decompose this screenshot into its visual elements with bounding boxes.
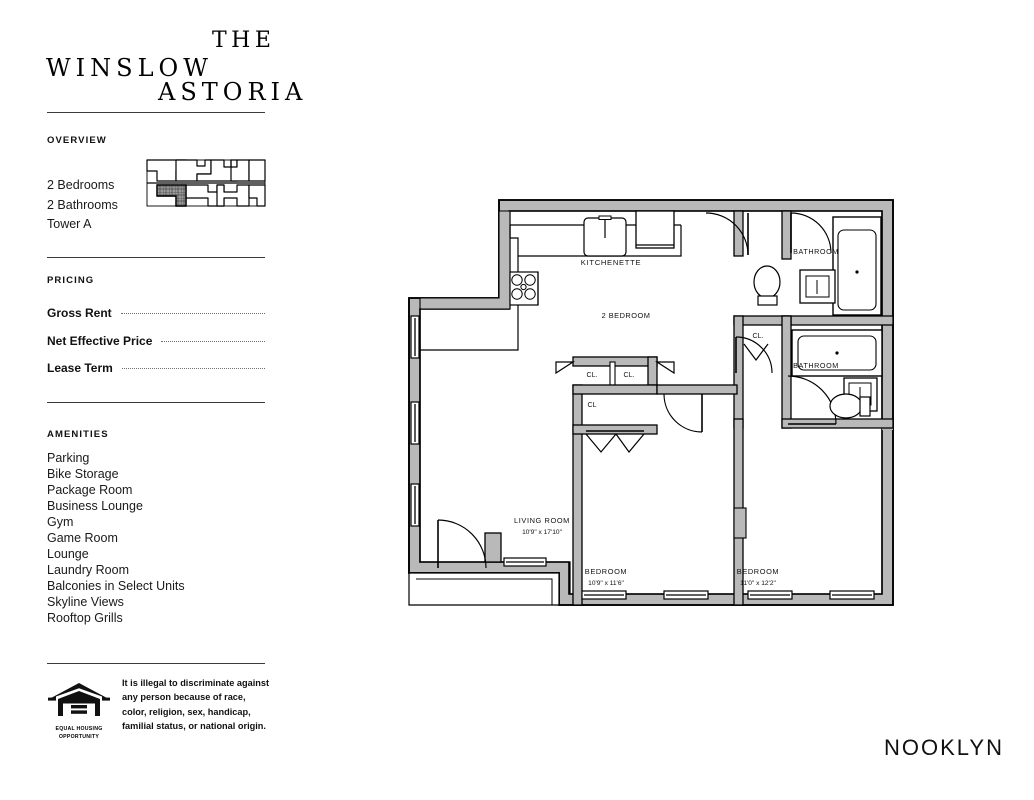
equal-housing-opportunity-logo: EQUAL HOUSING OPPORTUNITY <box>48 680 110 740</box>
unit-floor-plan-drawing: KITCHENETTE 2 BEDROOM BATHROOM BATHROOM … <box>396 190 906 615</box>
eho-caption-line-2: OPPORTUNITY <box>58 734 100 740</box>
label-closet-left: CL. <box>587 372 598 379</box>
bathtub-icon-2 <box>791 329 883 377</box>
list-item: Gym <box>47 515 74 529</box>
list-item: Skyline Views <box>47 595 124 609</box>
pricing-row-gross-rent: Gross Rent <box>47 306 265 334</box>
vanity-sink-icon-1 <box>799 269 836 304</box>
pricing-table: Gross Rent Net Effective Price Lease Ter… <box>47 306 265 389</box>
pricing-label-gross-rent: Gross Rent <box>47 306 112 320</box>
house-icon <box>48 683 110 716</box>
property-logo: THE WINSLOW ASTORIA <box>34 28 302 108</box>
label-closet-lower: CL <box>588 402 597 409</box>
window-icon <box>503 557 547 567</box>
pricing-label-lease-term: Lease Term <box>47 361 113 375</box>
list-item: Parking <box>47 451 90 465</box>
divider-above-footer <box>47 663 265 664</box>
logo-astoria: ASTORIA <box>158 78 308 106</box>
stove-icon <box>509 271 539 306</box>
label-bathroom-lower: BATHROOM <box>793 361 839 370</box>
label-kitchenette: KITCHENETTE <box>581 258 641 267</box>
window-icon <box>581 590 875 600</box>
amenities-heading: AMENITIES <box>47 429 109 440</box>
fair-housing-disclaimer: It is illegal to discriminate against an… <box>122 678 270 732</box>
logo-the: THE <box>212 28 276 53</box>
divider-under-pricing <box>47 402 265 403</box>
label-bathroom-upper: BATHROOM <box>793 247 839 256</box>
label-bedroom-2: BEDROOM <box>737 567 779 576</box>
pricing-row-lease-term: Lease Term <box>47 361 265 389</box>
divider-under-logo <box>47 112 265 113</box>
logo-winslow: WINSLOW <box>46 54 213 82</box>
list-item: Rooftop Grills <box>47 611 123 625</box>
overview-heading: OVERVIEW <box>47 135 107 146</box>
overview-bathrooms: 2 Bathrooms <box>47 197 118 212</box>
list-item: Laundry Room <box>47 563 129 577</box>
bathtub-icon-1 <box>832 216 882 316</box>
list-item: Balconies in Select Units <box>47 579 185 593</box>
label-closet-middle: CL. <box>624 372 635 379</box>
toilet-icon-2 <box>829 393 871 419</box>
pricing-value-net-effective-price[interactable] <box>161 340 265 342</box>
pricing-row-net-effective-price: Net Effective Price <box>47 334 265 362</box>
label-closet-upper-right: CL. <box>753 333 764 340</box>
pricing-heading: PRICING <box>47 275 95 286</box>
amenities-list: Parking Bike Storage Package Room Busine… <box>47 450 267 626</box>
label-bedroom-1-dims: 10'9" x 11'6" <box>588 580 624 587</box>
list-item: Bike Storage <box>47 467 119 481</box>
label-living-room-dims: 10'9" x 17'10" <box>522 529 562 536</box>
pricing-value-lease-term[interactable] <box>121 368 265 369</box>
list-item: Business Lounge <box>47 499 143 513</box>
kitchen-sink-icon <box>583 215 627 257</box>
label-living-room: LIVING ROOM <box>514 516 570 525</box>
building-key-plan-diagram <box>145 150 267 216</box>
overview-details: 2 Bedrooms 2 Bathrooms Tower A <box>47 176 157 235</box>
label-bedroom-1: BEDROOM <box>585 567 627 576</box>
nooklyn-brand-wordmark: NOOKLYN <box>884 735 1004 760</box>
overview-bedrooms: 2 Bedrooms <box>47 178 115 192</box>
list-item: Lounge <box>47 547 89 561</box>
eho-caption-line-1: EQUAL HOUSING <box>55 726 103 732</box>
divider-under-overview <box>47 257 265 258</box>
window-icon <box>410 315 420 527</box>
refrigerator-icon <box>635 210 675 249</box>
pricing-label-net-effective-price: Net Effective Price <box>47 333 153 348</box>
overview-tower: Tower A <box>47 217 92 231</box>
list-item: Package Room <box>47 483 133 497</box>
toilet-icon-1 <box>753 265 781 306</box>
pricing-value-gross-rent[interactable] <box>120 313 265 314</box>
label-bedroom-2-dims: 11'0" x 12'2" <box>740 580 776 587</box>
label-unit-type: 2 BEDROOM <box>602 311 651 320</box>
list-item: Game Room <box>47 531 118 545</box>
